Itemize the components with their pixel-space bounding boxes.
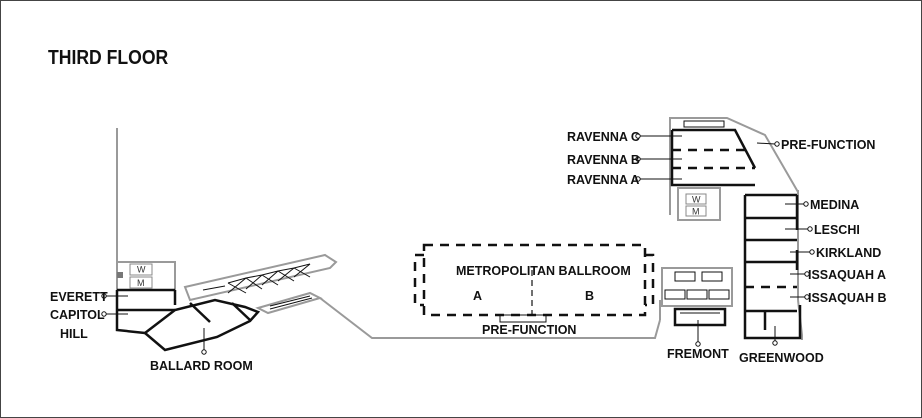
label-ballard-room: BALLARD ROOM	[150, 359, 253, 373]
label-metropolitan-ballroom: METROPOLITAN BALLROOM	[456, 264, 631, 278]
label-hill: HILL	[60, 327, 88, 341]
stair-marker	[117, 272, 123, 278]
label-ravenna-b: RAVENNA B	[567, 153, 640, 167]
label-issaquah-b: ISSAQUAH B	[808, 291, 886, 305]
label-leschi: LESCHI	[814, 223, 860, 237]
corridor-truss	[227, 263, 311, 294]
label-prefunction-center: PRE-FUNCTION	[482, 323, 576, 337]
label-medina: MEDINA	[810, 198, 859, 212]
label-greenwood: GREENWOOD	[739, 351, 824, 365]
label-kirkland: KIRKLAND	[816, 246, 881, 260]
restroom-men-right: M	[692, 207, 700, 217]
label-everett: EVERETT	[50, 290, 108, 304]
room-labels: EVERETT CAPITOL HILL BALLARD ROOM FREMON…	[50, 130, 886, 373]
fremont-block	[661, 267, 733, 327]
label-section-b: B	[585, 289, 594, 303]
metropolitan-ballroom: METROPOLITAN BALLROOM A B PRE-FUNCTION	[413, 243, 655, 337]
label-section-a: A	[473, 289, 482, 303]
callout-leaders	[101, 133, 815, 355]
right-stack	[743, 193, 802, 340]
label-capitol: CAPITOL	[50, 308, 105, 322]
restroom-women-left: W	[137, 265, 146, 275]
ravenna-block: W M	[670, 120, 757, 221]
label-fremont: FREMONT	[667, 347, 729, 361]
label-ravenna-c: RAVENNA C	[567, 130, 640, 144]
restroom-men-left: M	[137, 278, 145, 288]
building-outline	[116, 117, 803, 340]
label-ravenna-a: RAVENNA A	[567, 173, 639, 187]
label-issaquah-a: ISSAQUAH A	[808, 268, 886, 282]
restroom-women-right: W	[692, 195, 701, 205]
label-prefunction-right: PRE-FUNCTION	[781, 138, 875, 152]
floor-title: THIRD FLOOR	[48, 47, 169, 69]
left-wing: W M	[115, 253, 338, 352]
